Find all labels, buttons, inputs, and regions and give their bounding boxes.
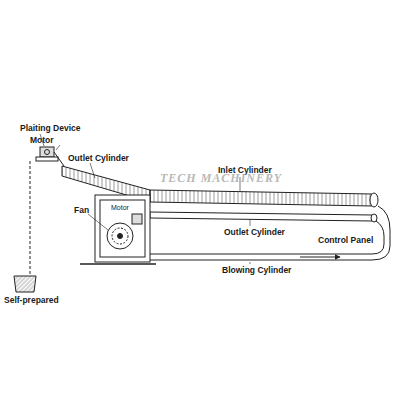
motor-box [132,214,142,224]
leader-line [56,145,60,150]
fan-housing-inner [100,200,145,257]
plaiting-frame [36,157,58,161]
fabric-drop [30,161,31,274]
leader-line [250,262,251,264]
return-pipe [150,221,384,254]
part-label: Outlet Cylinder [68,154,129,163]
inlet-cylinder [150,190,372,206]
motor-box [40,147,54,157]
pulley [45,150,50,155]
return-pipe [150,206,390,260]
leader-line [250,219,251,226]
part-label: Plaiting Device [20,124,80,133]
fan-housing [95,195,150,262]
part-label: Control Panel [318,236,373,245]
part-label: Motor [111,204,129,212]
leader-line [88,214,108,230]
fan-wheel-blades [112,228,128,244]
part-label: Outlet Cylinder [224,228,285,237]
part-label: Motor [30,136,54,145]
basket [14,276,36,292]
part-label: Self-prepared [4,296,59,305]
base [80,263,156,265]
tube-cap [370,193,378,207]
fan-hub [118,234,123,239]
part-label: Fan [74,206,89,215]
fan-wheel [107,223,133,249]
watermark: TECH MACHINERY [160,172,282,185]
part-label: Blowing Cylinder [222,266,291,275]
leader-line [90,163,95,178]
flow-arrow [300,257,340,258]
outlet-cylinder [150,212,372,221]
tube-cap [371,214,377,222]
plaiting-arm [54,152,64,166]
